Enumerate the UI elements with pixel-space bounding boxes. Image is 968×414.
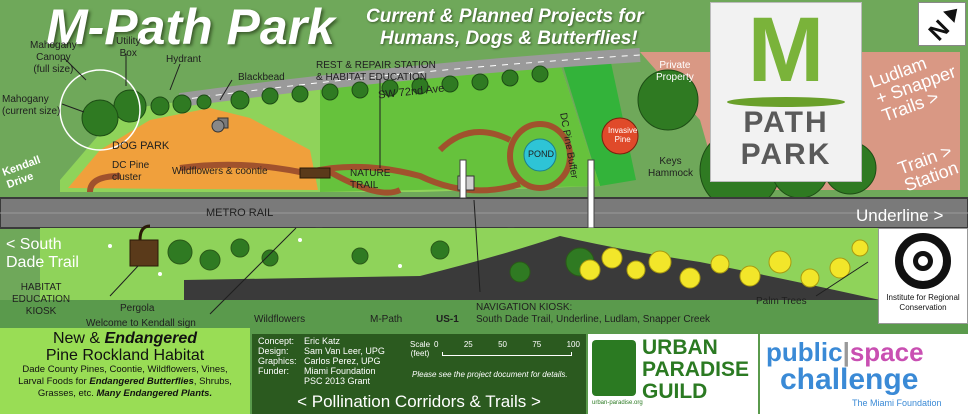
upg-logo: URBAN PARADISE GUILD urban-paradise.org	[588, 334, 758, 414]
rest-station-structure	[299, 167, 331, 179]
credits-footer: < Pollination Corridors & Trails >	[297, 392, 541, 411]
north-compass: N	[918, 2, 966, 46]
page-title: M-Path Park	[46, 0, 335, 55]
label-mahogany-canopy: Mahogany Canopy (full size)	[30, 40, 77, 75]
scale-ticks: 0 25 50 75 100	[434, 340, 580, 349]
label-invasive-pine: Invasive Pine	[608, 126, 638, 144]
habitat-info-box: New & Endangered Pine Rockland Habitat D…	[0, 328, 250, 414]
compass-arrow-icon	[943, 3, 963, 23]
label-keys-hammock: Keys Hammock	[648, 156, 694, 179]
habitat-line-3: Dade County Pines, Coontie, Wildflowers,…	[22, 364, 228, 375]
label-private-property: Private Property	[656, 60, 694, 83]
label-dog-park: DOG PARK	[112, 140, 170, 152]
label-palm-trees: Palm Trees	[756, 296, 807, 307]
hydrant-marker	[211, 119, 225, 133]
credit-row: Funder:Miami Foundation	[258, 366, 376, 376]
m-path-park-logo: M PATH PARK	[710, 2, 862, 182]
irc-text-1: Institute for Regional	[886, 293, 960, 302]
logo-swoosh	[727, 97, 845, 107]
scale-label: Scale (feet)	[410, 340, 431, 358]
label-kendall-drive: Kendall Drive	[0, 153, 43, 192]
label-nature-trail: NATURE TRAIL	[350, 168, 391, 191]
pond	[523, 138, 557, 172]
label-pond: POND	[528, 149, 555, 159]
psc-divider: |	[842, 337, 850, 367]
psc-line-1: public|space	[766, 337, 924, 367]
label-rest-station: REST & REPAIR STATION & HABITAT EDUCATIO…	[316, 60, 436, 83]
invasive-pine-marker	[601, 117, 639, 155]
credit-row: Graphics:Carlos Perez, UPG	[258, 356, 381, 366]
label-nav-kiosk: NAVIGATION KIOSK: South Dade Trail, Unde…	[476, 302, 711, 325]
irc-logo: Institute for Regional Conservation	[878, 228, 968, 324]
label-south-dade-trail: < South Dade Trail	[6, 236, 79, 271]
credits-table: Concept:Eric Katz Design:Sam Van Leer, U…	[258, 336, 385, 386]
irc-spiral-inner	[913, 251, 933, 271]
label-m-path: M-Path	[370, 314, 403, 325]
subtitle-line-2: Humans, Dogs & Butterflies!	[380, 28, 638, 49]
label-underline: Underline >	[856, 206, 944, 225]
private-tree-1	[637, 69, 699, 131]
credits-box: Concept:Eric Katz Design:Sam Van Leer, U…	[252, 334, 586, 414]
label-wildflowers-coontie: Wildflowers & coontie	[172, 166, 268, 177]
mahogany-tree	[81, 99, 119, 137]
habitat-line-5: Grasses, etc. Many Endangered Plants.	[37, 388, 213, 399]
label-ludlam-trails: Ludlam + Snapper Trails >	[866, 52, 959, 126]
pergola-arch	[138, 224, 151, 241]
credit-row: PSC 2013 Grant	[304, 376, 371, 386]
habitat-line-4: Larval Foods for Endangered Butterflies,…	[18, 376, 232, 387]
irc-text-2: Conservation	[899, 303, 947, 312]
label-utility-box: Utility Box	[116, 36, 141, 59]
label-wildflowers: Wildflowers	[254, 314, 306, 325]
upg-line-3: GUILD	[642, 380, 708, 403]
credits-note: Please see the project document for deta…	[412, 370, 568, 379]
label-metro-rail: METRO RAIL	[206, 207, 274, 219]
label-mahogany-current: Mahogany (current size)	[2, 94, 61, 117]
label-pergola: Pergola	[120, 303, 155, 314]
logo-word-park: PARK	[740, 138, 832, 171]
label-dc-pine-cluster: DC Pine cluster	[112, 160, 150, 183]
logo-letter: M	[747, 0, 825, 101]
m-path-surface	[184, 236, 880, 300]
mahogany-canopy-outline	[59, 69, 141, 151]
habitat-line-1: New & Endangered	[52, 330, 198, 347]
nature-trail-paths	[87, 121, 573, 196]
upg-line-2: PARADISE	[642, 358, 749, 381]
credit-row: Design:Sam Van Leer, UPG	[258, 346, 385, 356]
psc-line-3: The Miami Foundation	[852, 398, 942, 408]
label-us1: US-1	[436, 314, 459, 325]
label-dc-pine-buffer: DC Pine Buffer	[557, 112, 580, 180]
label-hydrant: Hydrant	[166, 54, 202, 65]
dog-park-area	[68, 108, 318, 190]
upg-line-1: URBAN	[642, 336, 718, 359]
credit-row: Concept:Eric Katz	[258, 336, 341, 346]
upg-tree-icon	[592, 340, 636, 396]
logo-word-path: PATH	[743, 106, 829, 139]
psc-logo: public|space challenge The Miami Foundat…	[760, 334, 968, 414]
irc-spiral-icon	[895, 233, 951, 289]
psc-line-2: challenge	[780, 363, 919, 396]
wildflower-dots	[108, 238, 402, 276]
label-habitat-kiosk: HABITAT EDUCATION KIOSK	[12, 282, 71, 317]
yellow-flower-clusters	[579, 239, 869, 289]
scale-bar	[442, 352, 572, 356]
subtitle-line-1: Current & Planned Projects for	[366, 6, 644, 27]
label-welcome-sign: Welcome to Kendall sign	[86, 318, 196, 329]
label-blackbead: Blackbead	[238, 72, 285, 83]
habitat-line-2: Pine Rockland Habitat	[45, 347, 205, 364]
label-leader-lines	[61, 54, 869, 315]
pergola-structure	[129, 239, 159, 267]
label-sw-72nd-ave: SW 72nd Ave	[377, 82, 445, 102]
hedge-trees	[113, 65, 549, 123]
upg-url: urban-paradise.org	[592, 400, 643, 406]
label-train-station: Train > Station	[895, 140, 961, 196]
